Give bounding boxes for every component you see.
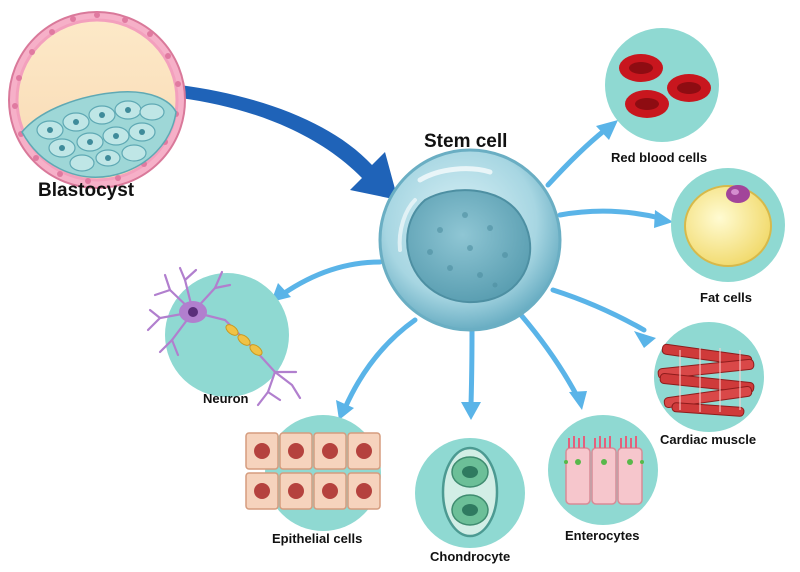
neuron-image: [146, 266, 302, 407]
chondrocyte-image: [415, 438, 525, 548]
differentiation-arrows: [280, 127, 663, 411]
epithelial-cells-image: [245, 415, 381, 531]
enterocytes-label: Enterocytes: [565, 528, 640, 543]
stem-cell-label: Stem cell: [424, 131, 508, 152]
neuron-label: Neuron: [203, 391, 249, 406]
fat-cells-image: [671, 168, 785, 282]
cardiac-muscle-image: [654, 322, 764, 432]
blastocyst-to-stem-arrow: [180, 85, 398, 200]
blastocyst-label: Blastocyst: [38, 180, 135, 201]
chondrocyte-label: Chondrocyte: [430, 549, 511, 564]
red-blood-cells-image: [605, 28, 719, 142]
red-blood-cells-label: Red blood cells: [611, 150, 708, 165]
enterocytes-image: [548, 415, 658, 525]
epithelial-cells-label: Epithelial cells: [272, 531, 363, 546]
fat-cells-label: Fat cells: [700, 290, 753, 305]
cardiac-muscle-label: Cardiac muscle: [660, 432, 757, 447]
stem-cell-image: [378, 148, 562, 332]
blastocyst-image: [8, 11, 186, 189]
